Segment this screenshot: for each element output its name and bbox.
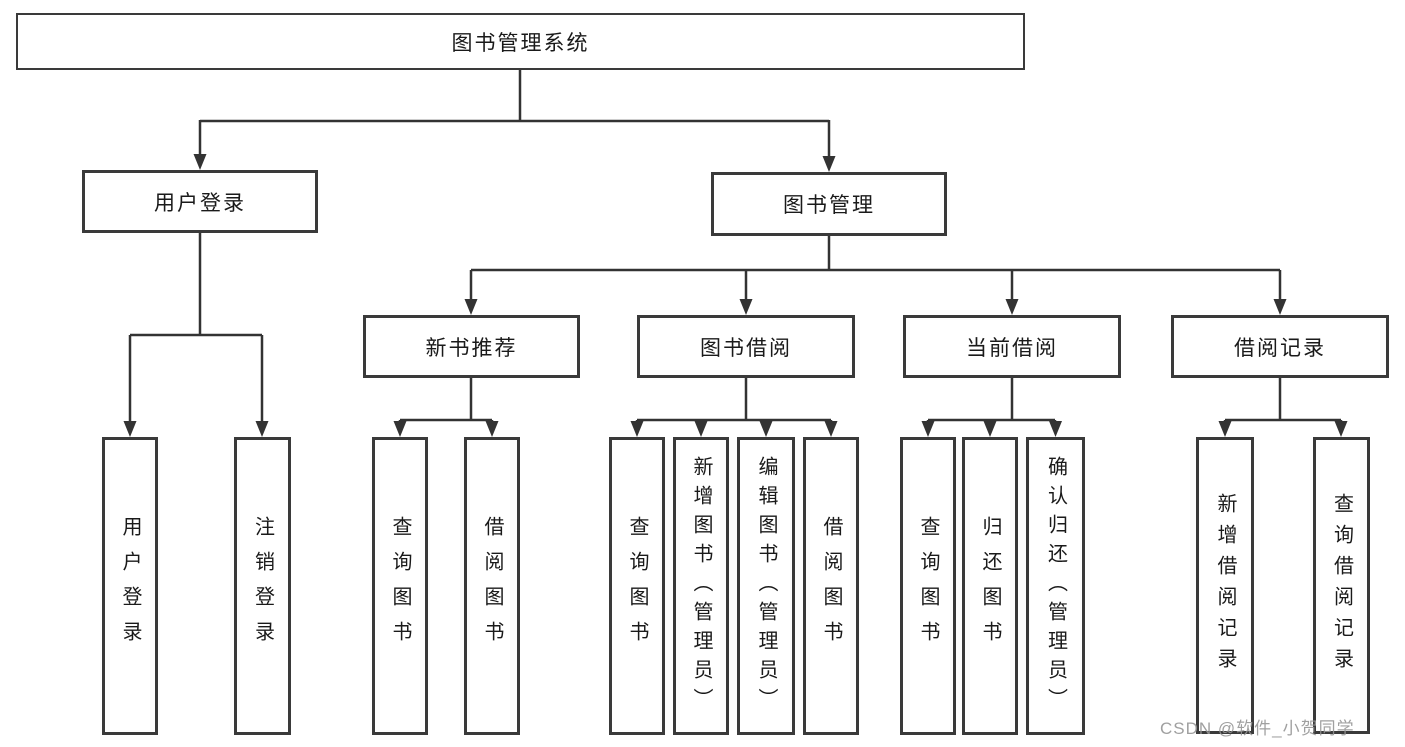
node-label: 图书借阅: [700, 336, 792, 360]
node-label: 借阅图书: [481, 516, 503, 656]
node-leaf-return-books: 归还图书: [962, 437, 1018, 735]
node-new-book-recommend: 新书推荐: [363, 315, 580, 378]
node-label: 新增图书（管理员）: [690, 455, 712, 717]
node-label: 确认归还（管理员）: [1044, 455, 1067, 717]
node-label: 借阅记录: [1234, 336, 1326, 360]
node-label: 查询图书: [389, 516, 411, 656]
node-leaf-query-books-recommend: 查询图书: [372, 437, 428, 735]
node-leaf-add-books-admin: 新增图书（管理员）: [673, 437, 729, 735]
node-leaf-logout: 注销登录: [234, 437, 291, 735]
node-label: 新增借阅记录: [1214, 492, 1236, 679]
watermark-text: CSDN @软件_小贺同学: [1160, 719, 1355, 738]
node-label: 当前借阅: [966, 336, 1058, 360]
node-label: 用户登录: [119, 516, 141, 656]
node-label: 新书推荐: [425, 336, 518, 360]
node-label: 注销登录: [251, 516, 274, 656]
node-label: 图书管理: [783, 194, 875, 217]
node-leaf-user-login: 用户登录: [102, 437, 158, 735]
node-label: 查询图书: [917, 516, 939, 656]
node-current-borrowing: 当前借阅: [903, 315, 1121, 378]
node-label: 借阅图书: [820, 516, 842, 656]
node-root-system: 图书管理系统: [16, 13, 1025, 70]
node-leaf-edit-books-admin: 编辑图书（管理员）: [737, 437, 795, 735]
node-leaf-query-borrow-record: 查询借阅记录: [1313, 437, 1370, 734]
node-label: 归还图书: [979, 516, 1001, 656]
node-label: 用户登录: [154, 191, 246, 215]
node-label: 编辑图书（管理员）: [755, 455, 777, 717]
node-leaf-add-borrow-record: 新增借阅记录: [1196, 437, 1254, 734]
node-label: 查询借阅记录: [1330, 492, 1353, 679]
node-book-borrowing: 图书借阅: [637, 315, 855, 378]
node-leaf-borrow-books-borrowing: 借阅图书: [803, 437, 859, 735]
node-leaf-confirm-return-admin: 确认归还（管理员）: [1026, 437, 1085, 735]
node-user-login: 用户登录: [82, 170, 318, 233]
node-leaf-query-books-current: 查询图书: [900, 437, 956, 735]
node-book-management: 图书管理: [711, 172, 947, 236]
node-label: 查询图书: [626, 516, 648, 656]
arrowhead-group: [123, 154, 1348, 437]
node-leaf-query-books-borrowing: 查询图书: [609, 437, 665, 735]
node-leaf-borrow-books-recommend: 借阅图书: [464, 437, 520, 735]
node-label: 图书管理系统: [451, 31, 590, 55]
node-borrowing-records: 借阅记录: [1171, 315, 1389, 378]
